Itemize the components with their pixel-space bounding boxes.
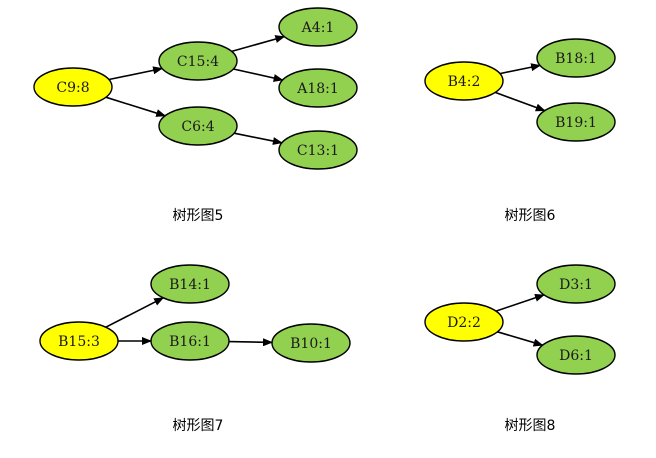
- tree-node-a18: A18:1: [278, 68, 358, 108]
- node-label: B14:1: [169, 277, 211, 293]
- edge-arrow-d2-d3: [495, 293, 545, 312]
- node-ellipse: [278, 7, 358, 47]
- node-label: B16:1: [169, 334, 211, 350]
- tree-node-b4: B4:2: [424, 61, 504, 101]
- edge-arrow-c9-c6: [105, 96, 167, 117]
- tree-node-b15: B15:3: [39, 321, 119, 361]
- node-label: A4:1: [301, 20, 335, 36]
- tree-node-c15: C15:4: [158, 41, 238, 81]
- node-ellipse: [150, 321, 230, 361]
- node-label: D2:2: [447, 315, 481, 331]
- edge-arrow-c15-a18: [233, 68, 284, 82]
- tree-caption: 树形图5: [173, 208, 224, 224]
- tree-node-b10: B10:1: [271, 323, 351, 363]
- node-label: B19:1: [555, 115, 597, 131]
- tree-node-d6: D6:1: [536, 335, 616, 375]
- node-label: B15:3: [58, 334, 100, 350]
- tree-caption: 树形图7: [173, 418, 224, 434]
- node-ellipse: [424, 61, 504, 101]
- node-ellipse: [158, 106, 238, 146]
- node-ellipse: [33, 67, 113, 107]
- tree-node-b18: B18:1: [536, 38, 616, 78]
- node-ellipse: [536, 264, 616, 304]
- tree-caption: 树形图6: [505, 208, 556, 224]
- tree-node-b16: B16:1: [150, 321, 230, 361]
- tree-caption: 树形图8: [505, 418, 556, 434]
- tree-node-b19: B19:1: [536, 102, 616, 142]
- tree-node-d2: D2:2: [424, 302, 504, 342]
- node-ellipse: [424, 302, 504, 342]
- tree-node-d3: D3:1: [536, 264, 616, 304]
- tree-node-b14: B14:1: [150, 264, 230, 304]
- node-label: C13:1: [297, 143, 339, 159]
- edge-arrow-c6-c13: [233, 132, 283, 145]
- edge-arrow-c15-a4: [231, 35, 286, 53]
- node-ellipse: [278, 130, 358, 170]
- edge-arrow-b15-b14: [105, 297, 165, 328]
- node-ellipse: [39, 321, 119, 361]
- node-ellipse: [150, 264, 230, 304]
- tree-node-c9: C9:8: [33, 67, 113, 107]
- captions-layer: 树形图5 树形图6 树形图7 树形图8: [173, 208, 556, 434]
- node-ellipse: [536, 102, 616, 142]
- node-ellipse: [271, 323, 351, 363]
- tree-node-c6: C6:4: [158, 106, 238, 146]
- node-label: C6:4: [181, 119, 214, 135]
- edge-arrow-b4-b19: [494, 91, 546, 112]
- edge-arrow-b16-b10: [228, 338, 273, 347]
- tree-node-c13: C13:1: [278, 130, 358, 170]
- edge-arrow-c9-c15: [108, 66, 164, 81]
- edge-arrow-d2-d6: [497, 331, 544, 347]
- node-label: D6:1: [559, 348, 593, 364]
- node-label: D3:1: [559, 277, 593, 293]
- node-label: C9:8: [56, 80, 89, 96]
- node-ellipse: [536, 38, 616, 78]
- edge-arrow-b4-b18: [499, 63, 542, 75]
- node-label: B18:1: [555, 51, 597, 67]
- node-label: B10:1: [290, 336, 332, 352]
- node-ellipse: [536, 335, 616, 375]
- edges-layer: [105, 35, 546, 347]
- node-label: B4:2: [448, 74, 481, 90]
- tree-node-a4: A4:1: [278, 7, 358, 47]
- node-ellipse: [158, 41, 238, 81]
- node-ellipse: [278, 68, 358, 108]
- node-label: C15:4: [177, 54, 219, 70]
- node-label: A18:1: [296, 81, 339, 97]
